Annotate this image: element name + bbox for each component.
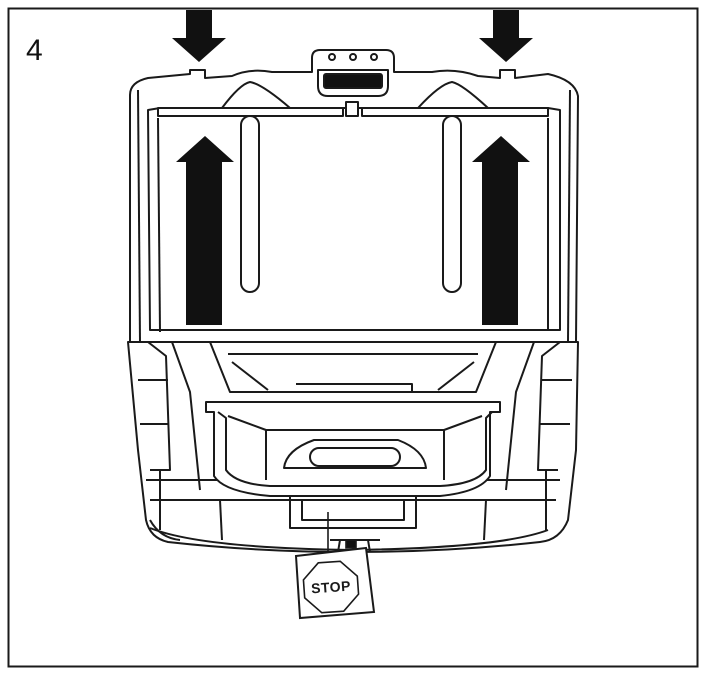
down-arrow-icon	[172, 10, 226, 62]
up-arrow-icon	[472, 136, 530, 325]
down-arrow-icon	[479, 10, 533, 62]
up-arrow-icon	[176, 136, 234, 325]
device-upper-bin	[129, 49, 579, 343]
stop-tag-label: STOP	[311, 578, 352, 597]
step-number: 4	[26, 34, 43, 67]
figure-border	[7, 7, 699, 668]
device-lower-body	[127, 341, 579, 553]
stop-sign-icon	[302, 560, 360, 614]
stop-tag: STOP	[294, 546, 376, 620]
